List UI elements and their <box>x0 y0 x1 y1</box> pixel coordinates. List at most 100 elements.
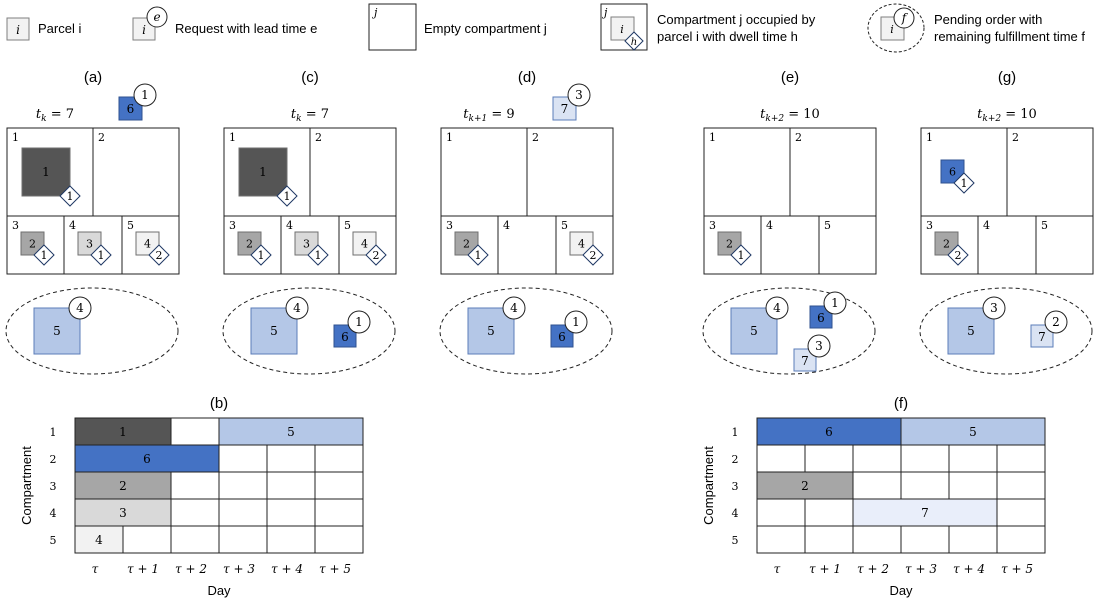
parcel-box <box>454 231 479 256</box>
pending-order-6: 61 <box>809 291 847 329</box>
compartment-1: 1 <box>446 131 453 144</box>
legend-empty-symbol: j <box>371 6 378 19</box>
parcel-box <box>352 231 377 256</box>
compartment-number: 2 <box>795 131 802 144</box>
gantt-cell <box>900 444 950 473</box>
compartment-number: 4 <box>286 219 293 232</box>
parcel-box <box>135 231 160 256</box>
parcel-3: 31 <box>294 231 329 266</box>
legend-pending-i: i <box>890 23 894 36</box>
gantt-row-label: 5 <box>732 534 739 547</box>
parcel-4: 42 <box>135 231 170 266</box>
badge-value: 4 <box>293 301 301 315</box>
parcel-id: 4 <box>361 238 368 251</box>
compartment-number: 5 <box>824 219 831 232</box>
compartment-2: 2 <box>98 131 105 144</box>
compartment-number: 5 <box>344 219 351 232</box>
compartment-number: 3 <box>926 219 933 232</box>
gantt-cell <box>218 444 268 473</box>
gantt-bar-label: 5 <box>287 425 295 439</box>
compartment-5: 5 <box>1041 219 1048 232</box>
gantt-cell <box>948 471 998 500</box>
parcel-2: 21 <box>717 231 752 266</box>
gantt-cell <box>218 525 268 554</box>
compartment-1: 1 <box>709 131 716 144</box>
gantt-cell <box>314 471 364 500</box>
dwell-time: 1 <box>475 249 482 262</box>
compartment-number: 5 <box>561 219 568 232</box>
order-id: 6 <box>817 311 825 325</box>
order-time-badge: 1 <box>347 310 371 334</box>
gantt-cell <box>996 498 1046 527</box>
parcel-6: 61 <box>940 159 975 194</box>
compartment-number: 1 <box>229 131 236 144</box>
gantt-row-label: 5 <box>50 534 57 547</box>
gantt-row-label: 4 <box>50 507 57 520</box>
gantt-cell <box>314 444 364 473</box>
legend-pending-label-2: remaining fulfillment time f <box>934 29 1085 44</box>
dwell-time: 2 <box>955 249 962 262</box>
gantt-bar-5: 5 <box>218 417 364 446</box>
compartment-number: 1 <box>926 131 933 144</box>
dwell-time: 1 <box>98 249 105 262</box>
order-time-badge: 4 <box>285 296 309 320</box>
compartment-2: 2 <box>795 131 802 144</box>
pending-orders: 54 <box>5 287 179 375</box>
compartment-number: 1 <box>709 131 716 144</box>
pending-order-5: 53 <box>947 296 1006 355</box>
gantt-bar-label: 4 <box>95 533 103 547</box>
panel-letter: (e) <box>781 69 799 86</box>
parcel-4: 42 <box>569 231 604 266</box>
gantt-bar-label: 5 <box>969 425 977 439</box>
legend-occupied-j: j <box>601 6 608 19</box>
gantt-cell <box>804 444 854 473</box>
compartment-4: 4 <box>766 219 773 232</box>
parcel-2: 21 <box>237 231 272 266</box>
parcel-id: 6 <box>949 166 956 179</box>
legend-pending-f: f <box>901 11 909 25</box>
gantt-bar-1: 1 <box>74 417 172 446</box>
gantt-day-label: τ + 4 <box>953 562 985 576</box>
dwell-diamond <box>730 244 752 266</box>
parcel-id: 1 <box>259 165 267 179</box>
compartment-number: 1 <box>12 131 19 144</box>
order-id: 7 <box>801 354 809 368</box>
gantt-day-label: τ + 3 <box>223 562 255 576</box>
gantt-cell <box>170 525 220 554</box>
compartment-number: 3 <box>229 219 236 232</box>
compartment-3: 321 <box>446 219 489 266</box>
dwell-time: 1 <box>41 249 48 262</box>
compartment-number: 4 <box>503 219 510 232</box>
pending-order-5: 54 <box>250 296 309 355</box>
gantt-bar-7: 7 <box>852 498 998 527</box>
badge-value: 3 <box>990 301 998 315</box>
pending-order-5: 54 <box>33 296 92 355</box>
gantt-row-label: 1 <box>732 426 739 439</box>
pending-order-7: 72 <box>1030 310 1068 348</box>
compartment-number: 4 <box>766 219 773 232</box>
dwell-diamond <box>582 244 604 266</box>
parcel-box <box>237 231 262 256</box>
legend: i Parcel i i e Request with lead time e … <box>6 3 1085 53</box>
dwell-time: 2 <box>373 249 380 262</box>
gantt-cell <box>948 444 998 473</box>
gantt-cell <box>218 471 268 500</box>
order-id: 6 <box>341 330 349 344</box>
order-id: 5 <box>270 324 278 338</box>
gantt-cell <box>852 525 902 554</box>
compartment-2: 2 <box>1012 131 1019 144</box>
parcel-id: 2 <box>246 238 253 251</box>
gantt-row-label: 3 <box>732 480 739 493</box>
parcel-box <box>20 231 45 256</box>
gantt-bar-label: 3 <box>119 506 127 520</box>
compartment-5: 542 <box>127 219 170 266</box>
legend-occupied-i: i <box>620 23 624 36</box>
parcel-box <box>940 159 965 184</box>
compartment-number: 5 <box>1041 219 1048 232</box>
gantt-cell <box>266 471 316 500</box>
legend-occupied-label-2: parcel i with dwell time h <box>657 29 798 44</box>
